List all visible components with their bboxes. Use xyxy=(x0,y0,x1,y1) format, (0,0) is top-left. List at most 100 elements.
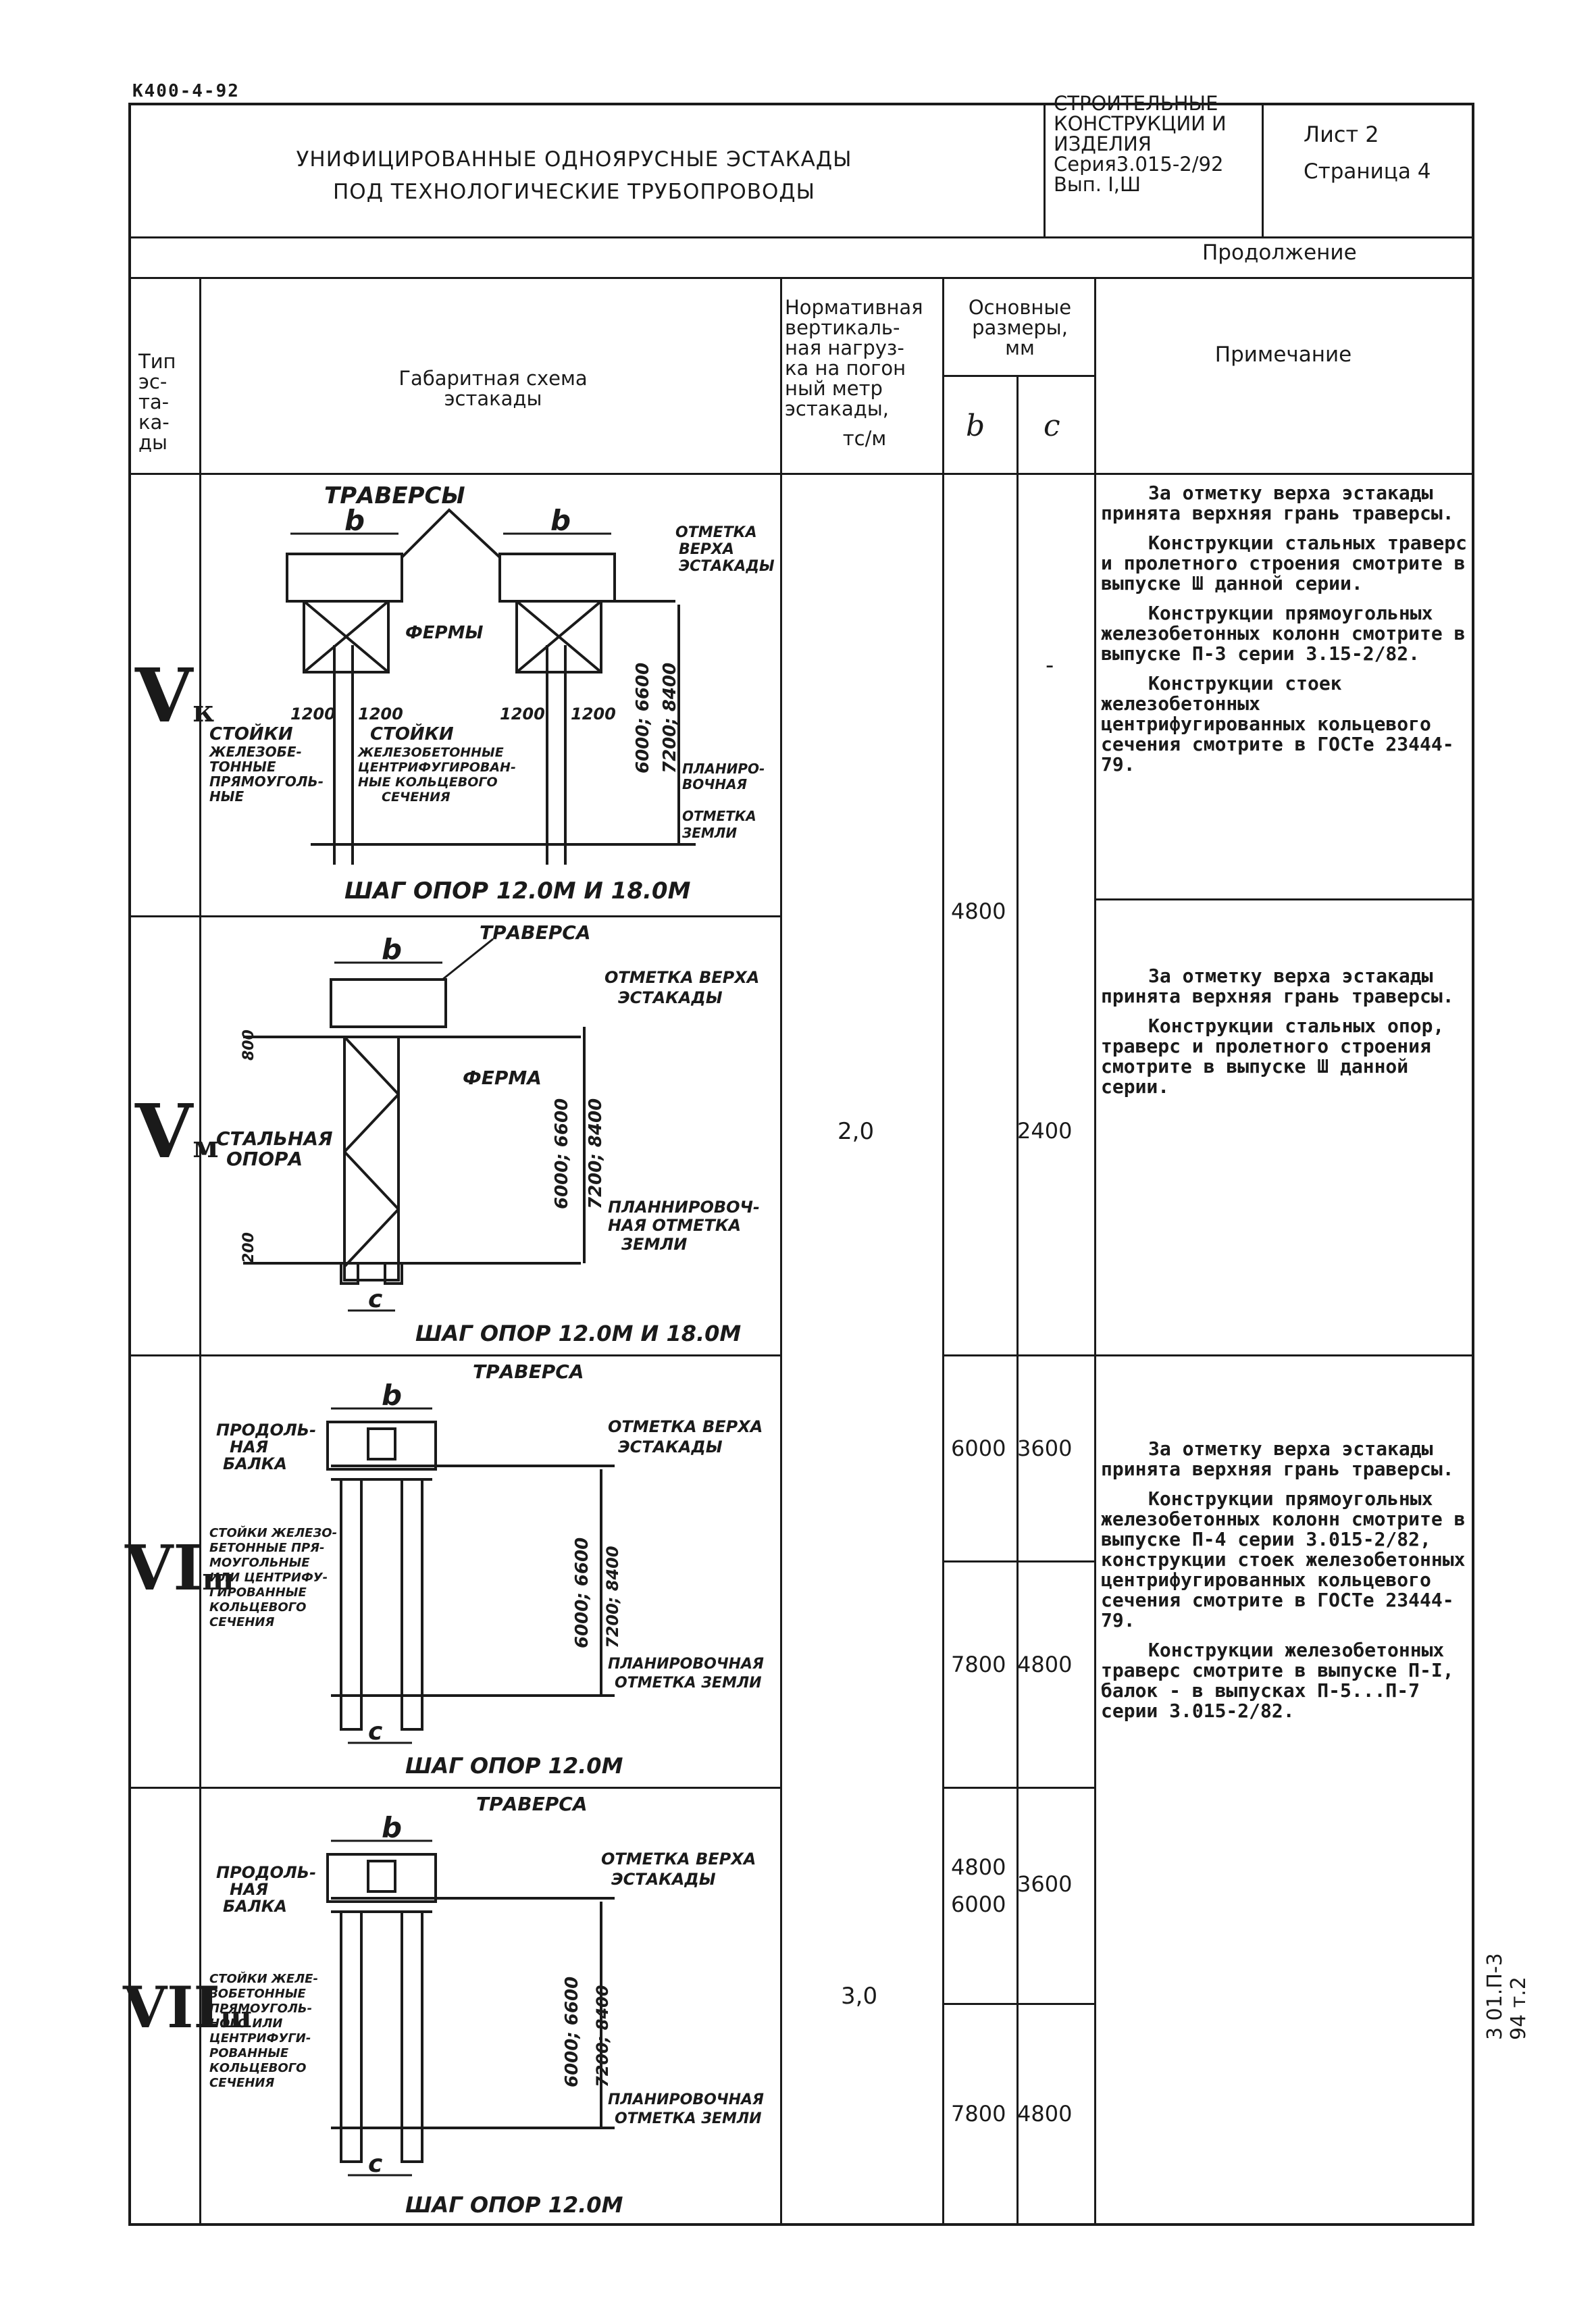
svg-text:ОТМЕТКА ВЕРХА: ОТМЕТКА ВЕРХА xyxy=(608,1417,763,1436)
document-code: K400-4-92 xyxy=(132,81,240,101)
col-line-c xyxy=(1094,277,1096,2226)
svg-text:СЕЧЕНИЯ: СЕЧЕНИЯ xyxy=(382,790,451,805)
svg-text:НАЯ: НАЯ xyxy=(230,1438,268,1456)
svg-text:ТРАВЕРСА: ТРАВЕРСА xyxy=(480,921,591,944)
col-header-load: Нормативная вертикаль- ная нагруз- ка на… xyxy=(785,296,923,450)
svg-text:ИЛИ ЦЕНТРИФУ-: ИЛИ ЦЕНТРИФУ- xyxy=(209,1571,328,1585)
svg-text:6000; 6600: 6000; 6600 xyxy=(552,1098,572,1209)
type-label-vm: Vм xyxy=(135,1088,219,1175)
dim-c-row3a: 3600 xyxy=(1017,1435,1073,1461)
side-stamp: 3 01.П-3 94 т.2 xyxy=(1483,1953,1530,2040)
svg-text:НЫЕ КОЛЬЦЕВОГО: НЫЕ КОЛЬЦЕВОГО xyxy=(358,775,498,790)
notes-row3: За отметку верха эстакады принята верхня… xyxy=(1101,1438,1466,1722)
load-value-3: 3,0 xyxy=(841,1983,878,2010)
dim-c-row3b: 4800 xyxy=(1017,1652,1073,1677)
svg-text:СЕЧЕНИЯ: СЕЧЕНИЯ xyxy=(209,1615,274,1629)
svg-text:НОГО ИЛИ: НОГО ИЛИ xyxy=(209,2016,282,2031)
svg-text:БАЛКА: БАЛКА xyxy=(223,1897,287,1916)
dim-b-row4a: 4800 xyxy=(951,1854,1006,1880)
series-block: СТРОИТЕЛЬНЫЕ КОНСТРУКЦИИ И ИЗДЕЛИЯ Серия… xyxy=(1054,93,1256,195)
svg-text:РОВАННЫЕ: РОВАННЫЕ xyxy=(209,2046,289,2060)
svg-text:ВЕРХА: ВЕРХА xyxy=(679,541,734,558)
svg-text:ЭСТАКАДЫ: ЭСТАКАДЫ xyxy=(618,1438,723,1456)
svg-text:ФЕРМА: ФЕРМА xyxy=(463,1067,542,1089)
svg-text:СЕЧЕНИЯ: СЕЧЕНИЯ xyxy=(209,2076,274,2090)
dim-b-row3b: 7800 xyxy=(951,1652,1006,1677)
svg-text:КОЛЬЦЕВОГО: КОЛЬЦЕВОГО xyxy=(209,2061,306,2075)
col-header-dims: Основные размеры, мм xyxy=(968,296,1072,359)
notes-row1: За отметку верха эстакады принята верхня… xyxy=(1101,482,1468,776)
svg-text:СТОЙКИ: СТОЙКИ xyxy=(370,723,454,744)
svg-text:ОТМЕТКА ЗЕМЛИ: ОТМЕТКА ЗЕМЛИ xyxy=(615,2110,762,2127)
svg-text:СТОЙКИ ЖЕЛЕ-: СТОЙКИ ЖЕЛЕ- xyxy=(209,1971,318,1986)
svg-text:b: b xyxy=(382,1379,402,1412)
dim-c-row4b: 4800 xyxy=(1017,2101,1073,2127)
label-traverse: ТРАВЕРСЫ xyxy=(324,482,465,509)
svg-text:ШАГ ОПОР 12.0М: ШАГ ОПОР 12.0М xyxy=(405,1753,623,1779)
svg-text:ПРОДОЛЬ-: ПРОДОЛЬ- xyxy=(216,1863,316,1882)
svg-text:b: b xyxy=(382,1811,402,1844)
row-sep-1-left xyxy=(128,915,780,917)
svg-text:6000; 6600: 6000; 6600 xyxy=(633,663,653,773)
label-b-right: b xyxy=(550,504,571,537)
col-header-c: c xyxy=(1044,409,1060,443)
svg-text:БАЛКА: БАЛКА xyxy=(223,1454,287,1473)
diagram-vi: ТРАВЕРСА b ПРОДОЛЬ- НАЯ БАЛКА ОТМЕТКА ВЕ… xyxy=(209,1361,764,1779)
svg-text:ЭСТАКАДЫ: ЭСТАКАДЫ xyxy=(618,988,723,1007)
row-sep-2-left xyxy=(128,1354,780,1356)
svg-text:ЦЕНТРИФУГИ-: ЦЕНТРИФУГИ- xyxy=(209,2031,311,2045)
svg-text:800: 800 xyxy=(240,1030,257,1061)
svg-text:200: 200 xyxy=(240,1232,257,1263)
svg-text:ВОЧНАЯ: ВОЧНАЯ xyxy=(682,776,747,792)
header-row-bottom xyxy=(128,473,1474,475)
label-truss: ФЕРМЫ xyxy=(405,623,483,643)
col-line-load xyxy=(942,277,944,2226)
diagram-vii: ТРАВЕРСА b ПРОДОЛЬ- НАЯ БАЛКА ОТМЕТКА ВЕ… xyxy=(209,1793,764,2218)
sheet-number: Лист 2 xyxy=(1304,122,1379,147)
dim-c-row1: - xyxy=(1046,652,1054,679)
row-sep-3-dims xyxy=(942,1787,1096,1789)
type-label-vk: Vк xyxy=(135,652,215,739)
svg-text:c: c xyxy=(368,2150,382,2178)
page-number: Страница 4 xyxy=(1304,159,1431,184)
dim-b-row4a2: 6000 xyxy=(951,1891,1006,1917)
svg-text:НЫЕ: НЫЕ xyxy=(209,788,244,805)
svg-text:ЖЕЛЕЗОБЕТОННЫЕ: ЖЕЛЕЗОБЕТОННЫЕ xyxy=(357,745,504,760)
svg-text:ЦЕНТРИФУГИРОВАН-: ЦЕНТРИФУГИРОВАН- xyxy=(358,760,516,775)
dim-c-row4a: 3600 xyxy=(1017,1871,1073,1897)
notes-row2: За отметку верха эстакады принята верхня… xyxy=(1101,965,1454,1098)
series-line: Серия3.015-2/92 xyxy=(1054,153,1224,176)
col-header-note: Примечание xyxy=(1214,342,1352,367)
svg-text:1200: 1200 xyxy=(290,705,336,723)
svg-text:СТАЛЬНАЯ: СТАЛЬНАЯ xyxy=(216,1127,333,1150)
header-divider-2 xyxy=(1262,103,1264,238)
svg-text:ПРОДОЛЬ-: ПРОДОЛЬ- xyxy=(216,1421,316,1440)
svg-text:ПРЯМОУГОЛЬ-: ПРЯМОУГОЛЬ- xyxy=(209,773,324,790)
svg-text:ГИРОВАННЫЕ: ГИРОВАННЫЕ xyxy=(209,1585,307,1600)
header-divider-1 xyxy=(1044,103,1046,238)
row-sep-3-left xyxy=(128,1787,780,1789)
svg-text:МОУГОЛЬНЫЕ: МОУГОЛЬНЫЕ xyxy=(209,1556,310,1570)
svg-text:ОПОРА: ОПОРА xyxy=(226,1148,303,1170)
col-line-scheme xyxy=(780,277,782,2226)
load-value-2: 2,0 xyxy=(838,1118,875,1145)
svg-text:7200; 8400: 7200; 8400 xyxy=(586,1098,606,1209)
row-sep-1-note xyxy=(1094,898,1474,900)
series-line: СТРОИТЕЛЬНЫЕ xyxy=(1054,92,1218,115)
svg-text:ПЛАНИРОВОЧНАЯ: ПЛАНИРОВОЧНАЯ xyxy=(608,2091,764,2108)
type-label-vi: VIш xyxy=(125,1531,234,1604)
svg-text:ПЛАНИРО-: ПЛАНИРО- xyxy=(682,761,765,777)
svg-text:ЖЕЛЕЗОБЕ-: ЖЕЛЕЗОБЕ- xyxy=(208,744,302,760)
type-label-vii: VIIш xyxy=(123,1974,253,2041)
svg-text:7200; 8400: 7200; 8400 xyxy=(603,1546,622,1648)
svg-text:c: c xyxy=(368,1286,382,1313)
dims-subheader-line xyxy=(942,375,1096,377)
svg-text:ОТМЕТКА: ОТМЕТКА xyxy=(675,524,757,541)
svg-text:1200: 1200 xyxy=(358,705,403,723)
svg-text:ПЛАННИРОВОЧ-: ПЛАННИРОВОЧ- xyxy=(608,1198,760,1217)
row-sep-dims-a xyxy=(942,1560,1096,1562)
dim-b-row4b: 7800 xyxy=(951,2101,1006,2127)
col-header-b: b xyxy=(966,409,985,443)
svg-text:БЕТОННЫЕ ПРЯ-: БЕТОННЫЕ ПРЯ- xyxy=(209,1541,325,1555)
svg-text:7200; 8400: 7200; 8400 xyxy=(660,663,680,773)
